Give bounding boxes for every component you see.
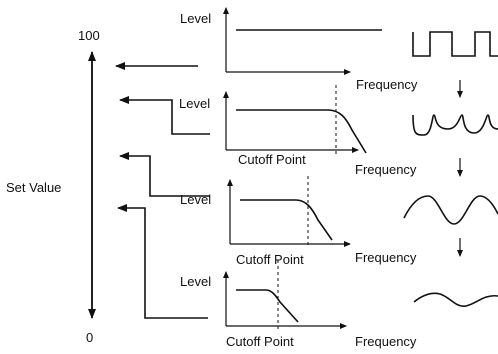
stage2-cutoff-label: Cutoff Point xyxy=(238,152,306,167)
scale-axis-label: Set Value xyxy=(6,180,61,195)
stage2-arrow xyxy=(119,96,210,135)
stage1-level-label: Level xyxy=(180,11,211,26)
stage3-sine-waveform xyxy=(403,195,498,225)
stage-unfiltered: Level Frequency xyxy=(115,7,498,92)
stage-low-cutoff: Level Cutoff Point Frequency xyxy=(117,204,498,349)
stage2-response-curve xyxy=(236,109,367,154)
stage4-arrow xyxy=(117,204,208,319)
stage4-level-label: Level xyxy=(180,274,211,289)
stage3-response-curve xyxy=(240,199,333,241)
stage4-response-curve xyxy=(236,289,299,323)
scale-top-label: 100 xyxy=(78,28,100,43)
stage-high-cutoff: Level Cutoff Point Frequency xyxy=(119,85,498,177)
set-value-scale: 100 0 Set Value xyxy=(6,28,100,345)
stage4-low-sine-waveform xyxy=(413,292,498,307)
stage3-level-label: Level xyxy=(180,192,211,207)
stage2-rounded-square-waveform xyxy=(412,114,498,136)
stage3-arrow xyxy=(119,152,210,197)
stage-mid-cutoff: Level Cutoff Point Frequency xyxy=(119,152,498,267)
stage2-frequency-label: Frequency xyxy=(355,162,417,177)
stage4-cutoff-label: Cutoff Point xyxy=(226,334,294,349)
stage3-frequency-label: Frequency xyxy=(355,250,417,265)
stage1-square-waveform xyxy=(412,31,498,57)
stage2-level-label: Level xyxy=(179,96,210,111)
stage4-frequency-label: Frequency xyxy=(355,334,417,349)
scale-bottom-label: 0 xyxy=(86,330,93,345)
stage3-cutoff-label: Cutoff Point xyxy=(236,252,304,267)
stage1-frequency-label: Frequency xyxy=(356,77,418,92)
